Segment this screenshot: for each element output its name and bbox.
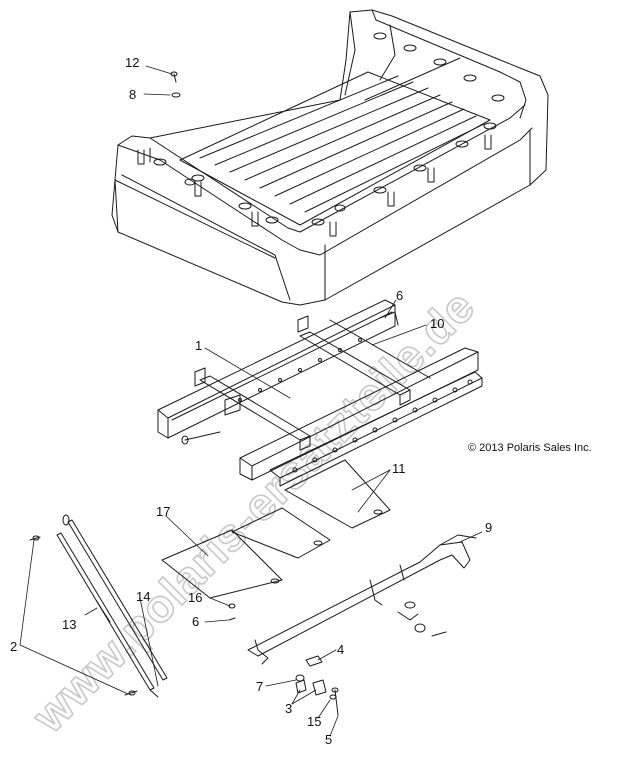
callout-13: 13 (62, 617, 77, 632)
floor-panels (161, 459, 391, 599)
callout-17: 17 (156, 504, 171, 519)
callout-7: 7 (256, 679, 264, 694)
bolt-12 (170, 71, 178, 83)
copyright-text: © 2013 Polaris Sales Inc. (468, 442, 592, 454)
watermark: www.polaris-ersatzteile.de (21, 279, 486, 744)
latch-hardware (295, 655, 339, 716)
cargo-box (111, 9, 549, 306)
callout-14: 14 (136, 589, 151, 604)
callout-4: 4 (337, 642, 345, 657)
svg-text:www.polaris-ersatzteile.de: www.polaris-ersatzteile.de (22, 280, 485, 743)
callout-1: 1 (195, 338, 203, 353)
frame-assembly (157, 299, 483, 487)
callout-12: 12 (125, 55, 140, 70)
callout-3: 3 (285, 701, 293, 716)
callout-10: 10 (430, 316, 445, 331)
callout-6-lower: 6 (192, 614, 200, 629)
callout-11: 11 (392, 461, 406, 476)
callout-9: 9 (485, 520, 493, 535)
tailgate-bar (228, 534, 477, 665)
callout-6-frame: 6 (396, 288, 404, 303)
gas-struts (56, 514, 168, 698)
callout-8: 8 (129, 87, 137, 102)
pins-2 (29, 535, 138, 696)
callout-16: 16 (188, 590, 203, 605)
washer-8 (171, 92, 181, 98)
callout-5: 5 (325, 732, 333, 747)
callout-2: 2 (10, 639, 18, 654)
leader-lines (19, 65, 483, 737)
callout-15: 15 (307, 714, 322, 729)
